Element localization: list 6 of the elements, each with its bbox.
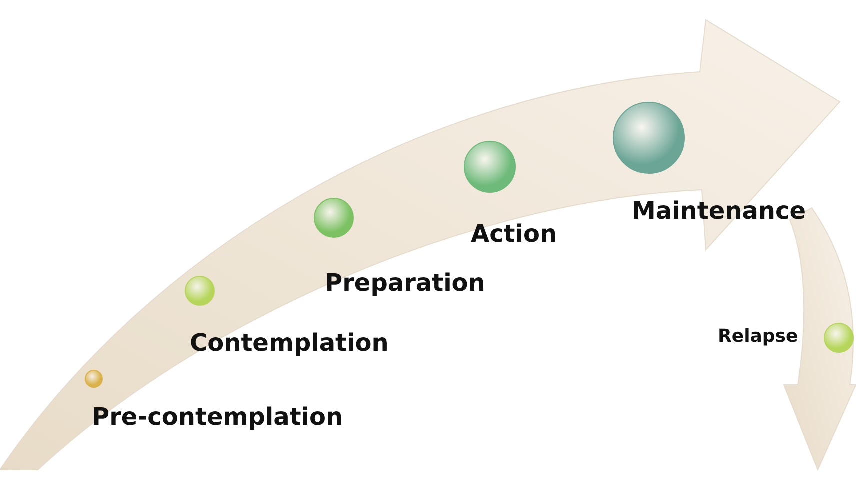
stage-label: Maintenance	[632, 199, 806, 223]
stage-label: Contemplation	[190, 331, 389, 355]
stage-label: Pre-contemplation	[92, 405, 344, 429]
stage-label: Preparation	[325, 271, 486, 295]
stage-label: Action	[471, 222, 558, 246]
stage-label: Relapse	[718, 328, 798, 346]
